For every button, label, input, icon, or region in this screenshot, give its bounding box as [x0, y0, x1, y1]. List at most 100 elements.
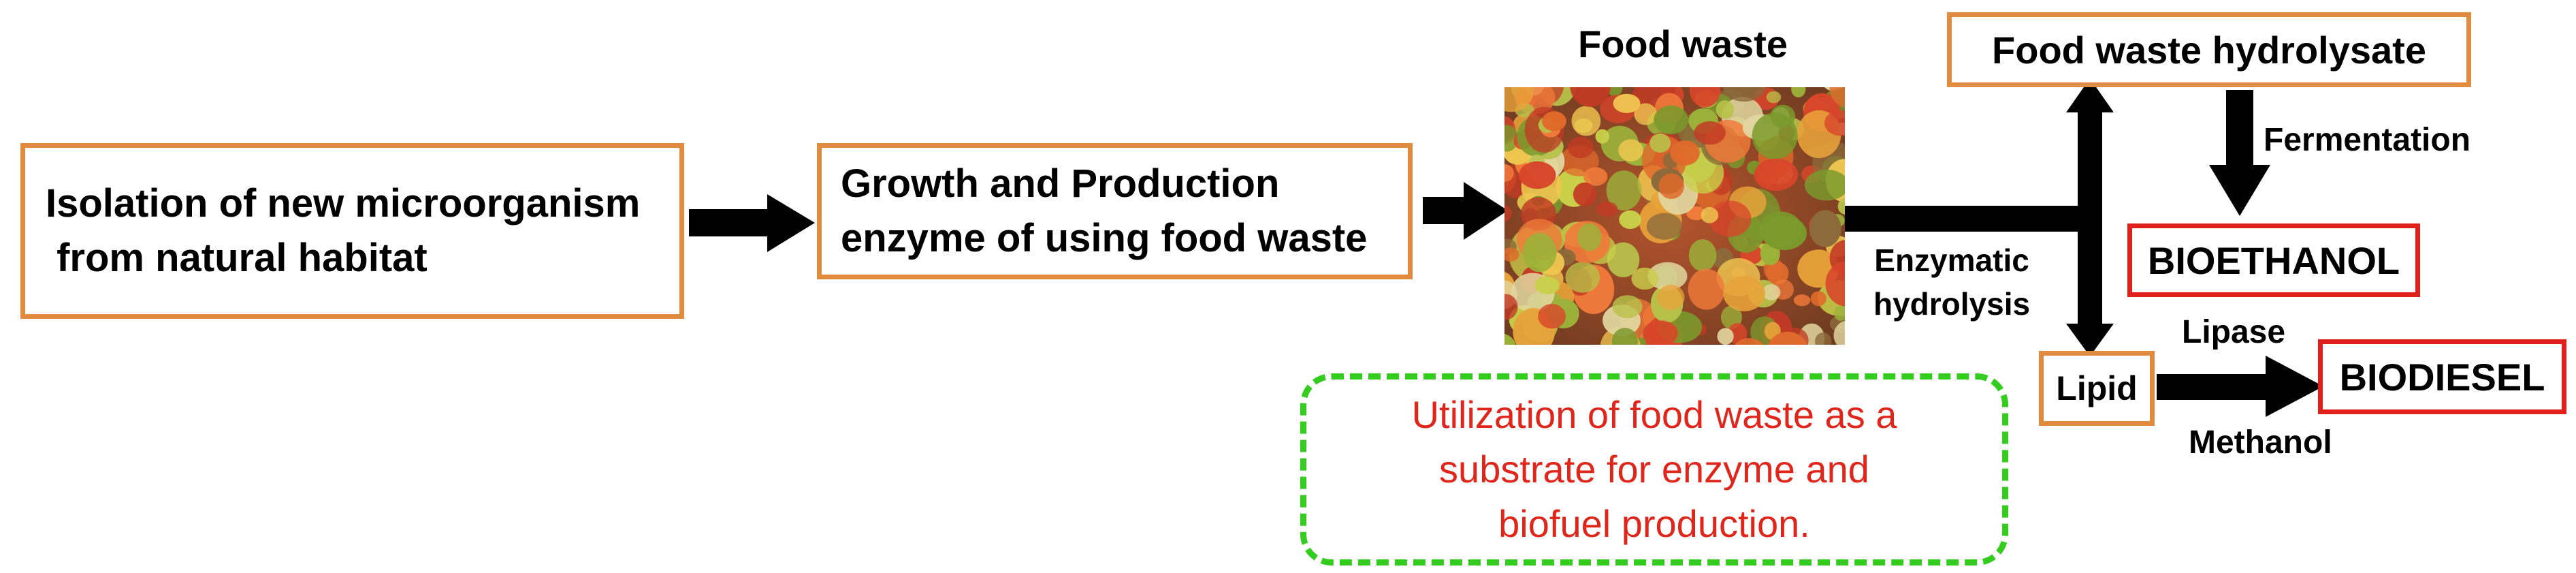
- food-blob: [1504, 247, 1519, 262]
- food-blob: [1504, 87, 1534, 112]
- biodiesel-box: BIODIESEL: [2318, 339, 2566, 414]
- food-blob: [1577, 223, 1602, 251]
- food-blob: [1791, 87, 1806, 97]
- food-blob: [1824, 110, 1845, 136]
- arrow-hydrolysate-to-bioethanol: [2209, 90, 2270, 216]
- food-blob: [1670, 140, 1700, 166]
- food-blob: [1686, 206, 1706, 221]
- food-waste-photo-icon: [1504, 87, 1845, 345]
- lipid-label: Lipid: [2056, 369, 2138, 407]
- food-blob: [1646, 213, 1683, 240]
- food-blob: [1752, 112, 1798, 159]
- enzymatic-hydrolysis-label: Enzymatic hydrolysis: [1873, 238, 2030, 326]
- food-blob: [1810, 291, 1826, 307]
- summary-line-1: Utilization of food waste as a: [1411, 393, 1897, 436]
- arrow-lipid-to-biodiesel: [2157, 356, 2323, 417]
- food-blob: [1542, 111, 1566, 131]
- food-blob: [1522, 233, 1557, 273]
- food-blob: [1694, 121, 1726, 145]
- food-blob: [1649, 133, 1671, 153]
- food-blob: [1568, 136, 1594, 159]
- food-blob: [1634, 103, 1657, 125]
- food-blob: [1688, 239, 1717, 272]
- fermentation-label: Fermentation: [2264, 122, 2471, 158]
- hydrolysate-label: Food waste hydrolysate: [1992, 28, 2426, 72]
- food-blob: [1504, 204, 1513, 222]
- lipid-box: Lipid: [2039, 351, 2155, 426]
- food-blob: [1611, 328, 1638, 345]
- food-blob: [1654, 105, 1688, 135]
- hydrolysate-box: Food waste hydrolysate: [1947, 12, 2471, 87]
- food-blob: [1619, 210, 1641, 229]
- food-blob: [1606, 170, 1642, 211]
- food-blob: [1519, 161, 1556, 189]
- food-blob: [1565, 262, 1600, 293]
- food-blob: [1717, 328, 1734, 345]
- food-blob: [1538, 304, 1566, 329]
- food-blob: [1504, 294, 1518, 320]
- food-blob: [1716, 100, 1734, 119]
- food-blob: [1804, 169, 1845, 201]
- methanol-label: Methanol: [2189, 424, 2332, 461]
- biodiesel-label: BIODIESEL: [2339, 355, 2545, 399]
- food-blob: [1631, 267, 1659, 290]
- food-blob: [1607, 87, 1623, 97]
- food-blob: [1659, 87, 1677, 94]
- growth-step-box: Growth and Production enzyme of using fo…: [817, 143, 1413, 279]
- food-blob: [1766, 91, 1782, 104]
- food-blob: [1815, 332, 1832, 345]
- food-blob: [1647, 262, 1688, 290]
- food-blob: [1595, 129, 1609, 144]
- food-blob: [1762, 284, 1781, 300]
- food-blob: [1690, 87, 1721, 108]
- food-blob: [1612, 295, 1643, 318]
- food-blob: [1735, 338, 1764, 345]
- bioethanol-box: BIOETHANOL: [2127, 223, 2420, 297]
- growth-step-line-1: Growth and Production: [841, 161, 1280, 206]
- connector-food-waste-to-split: [1845, 206, 2090, 232]
- food-blob: [1768, 331, 1807, 345]
- food-waste-title: Food waste: [1578, 22, 1788, 65]
- food-blob: [1723, 276, 1765, 311]
- isolation-step-line-2: from natural habitat: [46, 236, 428, 280]
- food-blob: [1759, 211, 1803, 247]
- food-blob: [1825, 261, 1845, 307]
- food-blob: [1709, 200, 1752, 237]
- food-blob: [1809, 210, 1841, 247]
- food-blob: [1596, 202, 1618, 217]
- food-blob: [1618, 139, 1643, 161]
- food-blob: [1793, 294, 1811, 307]
- summary-line-2: substrate for enzyme and: [1439, 448, 1869, 491]
- summary-line-3: biofuel production.: [1498, 502, 1810, 545]
- food-blob: [1688, 268, 1725, 310]
- food-blob: [1613, 93, 1641, 113]
- food-blob: [1829, 87, 1845, 108]
- food-blob: [1834, 305, 1845, 321]
- food-blob: [1534, 276, 1560, 294]
- food-blob: [1754, 158, 1799, 191]
- isolation-step-box: Isolation of new microorganism from natu…: [20, 143, 684, 319]
- food-blob: [1570, 87, 1611, 107]
- isolation-step-line-1: Isolation of new microorganism: [46, 181, 641, 226]
- food-blob: [1643, 320, 1678, 345]
- lipase-label: Lipase: [2182, 314, 2286, 350]
- food-blob: [1657, 284, 1685, 310]
- food-blob: [1658, 173, 1684, 200]
- arrow-split-vertical: [2066, 78, 2114, 356]
- food-blob: [1583, 167, 1608, 186]
- food-blob: [1504, 333, 1516, 345]
- food-blob: [1571, 106, 1601, 136]
- food-blob: [1722, 87, 1766, 102]
- enzymatic-label-line-2: hydrolysis: [1873, 286, 2031, 322]
- food-blob: [1504, 164, 1514, 182]
- food-blob: [1573, 182, 1597, 206]
- enzymatic-label-line-1: Enzymatic: [1874, 243, 2029, 278]
- bioethanol-label: BIOETHANOL: [2147, 238, 2400, 282]
- summary-dashed-box: Utilization of food waste as a substrate…: [1300, 373, 2008, 566]
- food-blob: [1837, 198, 1845, 215]
- arrow-growth-to-food-waste: [1423, 182, 1508, 240]
- food-blob: [1701, 207, 1719, 223]
- arrow-isolation-to-growth: [689, 194, 815, 252]
- food-blob: [1833, 320, 1845, 345]
